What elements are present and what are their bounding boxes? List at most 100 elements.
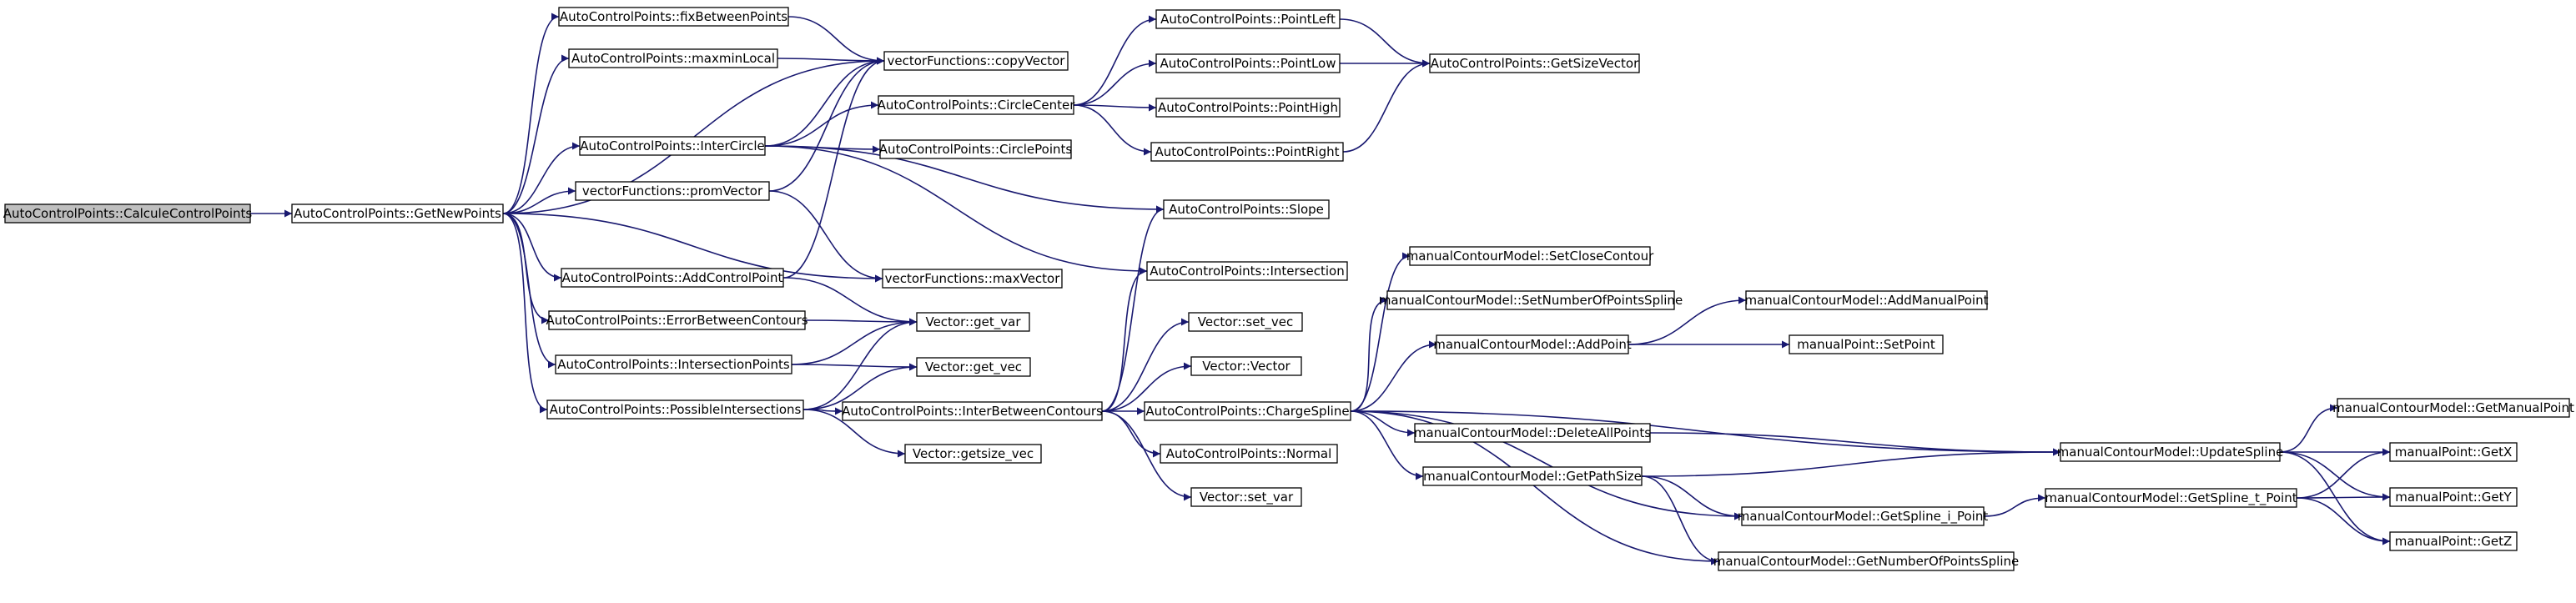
node-label: vectorFunctions::copyVector	[888, 53, 1066, 68]
node-box	[1409, 246, 1651, 266]
graph-node-n16[interactable]: Vector::get_vec	[916, 357, 1031, 377]
edge-n5-n25	[764, 145, 1148, 275]
edge-n7-n11	[782, 57, 885, 279]
edge-n17-n30	[1101, 410, 1192, 501]
node-box	[2337, 398, 2570, 418]
graph-node-n39[interactable]: manualContourModel::GetSpline_i_Point	[1738, 506, 1989, 526]
graph-node-n25[interactable]: AutoControlPoints::Intersection	[1146, 261, 1348, 281]
graph-node-n20[interactable]: AutoControlPoints::PointLow	[1155, 53, 1341, 73]
graph-node-n44[interactable]: manualPoint::GetY	[2389, 487, 2518, 507]
node-label: vectorFunctions::promVector	[582, 183, 763, 198]
graph-node-n26[interactable]: Vector::set_vec	[1188, 312, 1303, 332]
node-label: AutoControlPoints::PossibleIntersections	[550, 402, 802, 417]
edge-n28-n40	[1350, 410, 1719, 565]
graph-node-n45[interactable]: manualPoint::GetZ	[2389, 531, 2518, 551]
graph-node-n43[interactable]: manualPoint::GetX	[2389, 442, 2518, 462]
graph-node-n2[interactable]: AutoControlPoints::GetNewPoints	[291, 204, 504, 224]
edge-n19-n23	[1339, 18, 1431, 68]
graph-node-n36[interactable]: manualContourModel::AddManualPoint	[1744, 290, 1989, 310]
graph-node-n31[interactable]: manualContourModel::SetCloseContour	[1406, 246, 1654, 266]
node-label: AutoControlPoints::ErrorBetweenContours	[546, 313, 808, 328]
edge-n34-n38	[1649, 432, 2061, 456]
graph-node-n7[interactable]: AutoControlPoints::AddControlPoint	[561, 268, 784, 288]
graph-node-n37[interactable]: manualPoint::SetPoint	[1789, 334, 1944, 354]
node-label: manualPoint::SetPoint	[1797, 337, 1935, 352]
node-box	[882, 269, 1063, 289]
edge-n2-n9	[502, 213, 556, 369]
node-label: manualContourModel::GetManualPoint	[2332, 400, 2574, 415]
graph-node-n14[interactable]: vectorFunctions::maxVector	[882, 269, 1063, 289]
graph-node-n19[interactable]: AutoControlPoints::PointLeft	[1155, 9, 1341, 29]
graph-node-n42[interactable]: manualContourModel::GetManualPoint	[2332, 398, 2574, 418]
node-label: manualContourModel::UpdateSpline	[2057, 445, 2284, 460]
node-box	[904, 444, 1042, 464]
edge-n38-n42	[2279, 404, 2338, 453]
graph-node-n15[interactable]: Vector::get_var	[916, 312, 1030, 332]
edge-n6-n14	[768, 190, 883, 283]
node-box	[2389, 442, 2518, 462]
edge-n9-n16	[791, 363, 918, 371]
node-label: Vector::get_var	[925, 314, 1021, 330]
graph-node-n22[interactable]: AutoControlPoints::PointRight	[1150, 142, 1344, 162]
node-label: manualContourModel::GetSpline_t_Point	[2045, 490, 2297, 506]
graph-node-n13[interactable]: AutoControlPoints::CirclePoints	[879, 139, 1073, 159]
node-label: manualPoint::GetX	[2395, 445, 2513, 460]
graph-node-n12[interactable]: AutoControlPoints::CircleCenter	[878, 95, 1076, 115]
graph-node-n21[interactable]: AutoControlPoints::PointHigh	[1155, 98, 1341, 118]
node-label: AutoControlPoints::ChargeSpline	[1145, 404, 1349, 419]
node-box	[916, 357, 1031, 377]
edge-n35-n38	[1641, 448, 2061, 477]
graph-node-n3[interactable]: AutoControlPoints::fixBetweenPoints	[558, 7, 789, 27]
edge-n17-n25	[1101, 267, 1148, 412]
graph-node-n38[interactable]: manualContourModel::UpdateSpline	[2057, 442, 2284, 462]
graph-node-n34[interactable]: manualContourModel::DeleteAllPoints	[1414, 423, 1651, 443]
graph-node-n5[interactable]: AutoControlPoints::InterCircle	[579, 136, 766, 156]
edge-n9-n15	[791, 318, 918, 365]
graph-node-n27[interactable]: Vector::Vector	[1190, 356, 1302, 376]
node-label: Vector::getsize_vec	[913, 446, 1034, 462]
node-box	[561, 268, 784, 288]
node-box	[879, 139, 1072, 159]
graph-node-n10[interactable]: AutoControlPoints::PossibleIntersections	[546, 399, 804, 420]
graph-node-n40[interactable]: manualContourModel::GetNumberOfPointsSpl…	[1713, 551, 2019, 571]
graph-node-n28[interactable]: AutoControlPoints::ChargeSpline	[1144, 401, 1351, 421]
node-label: Vector::get_vec	[925, 359, 1022, 375]
graph-node-n35[interactable]: manualContourModel::GetPathSize	[1422, 466, 1643, 486]
edge-n5-n11	[764, 57, 885, 147]
graph-node-n17[interactable]: AutoControlPoints::InterBetweenContours	[842, 401, 1103, 421]
node-box	[1163, 199, 1330, 219]
node-label: AutoControlPoints::InterCircle	[580, 138, 765, 153]
edge-n38-n45	[2279, 451, 2391, 545]
node-box	[1160, 444, 1338, 464]
edge-n41-n44	[2296, 493, 2391, 501]
edge-n33-n36	[1628, 296, 1747, 345]
graph-node-n11[interactable]: vectorFunctions::copyVector	[883, 51, 1069, 71]
node-box	[1155, 53, 1341, 73]
graph-node-n8[interactable]: AutoControlPoints::ErrorBetweenContours	[546, 310, 808, 330]
node-label: Vector::set_vec	[1198, 314, 1293, 330]
graph-node-n1: AutoControlPoints::CalculeControlPoints	[3, 204, 252, 224]
graph-node-n29[interactable]: AutoControlPoints::Normal	[1160, 444, 1338, 464]
graph-node-n30[interactable]: Vector::set_var	[1190, 487, 1302, 507]
edge-n4-n11	[777, 57, 885, 65]
graph-node-n9[interactable]: AutoControlPoints::IntersectionPoints	[555, 354, 792, 374]
node-label: AutoControlPoints::Intersection	[1150, 264, 1344, 279]
edge-n8-n15	[804, 318, 918, 326]
graph-node-n33[interactable]: manualContourModel::AddPoint	[1433, 334, 1632, 354]
node-label: manualContourModel::GetSpline_i_Point	[1738, 509, 1989, 525]
node-label: AutoControlPoints::Slope	[1169, 202, 1324, 217]
edge-n35-n39	[1641, 475, 1743, 520]
graph-node-n18[interactable]: Vector::getsize_vec	[904, 444, 1042, 464]
graph-node-n4[interactable]: AutoControlPoints::maxminLocal	[568, 48, 778, 68]
graph-node-n32[interactable]: manualContourModel::SetNumberOfPointsSpl…	[1379, 290, 1683, 310]
edge-n12-n20	[1073, 59, 1157, 106]
edge-n28-n38	[1350, 410, 2061, 456]
edge-n41-n43	[2296, 448, 2391, 499]
graph-node-n6[interactable]: vectorFunctions::promVector	[575, 181, 770, 201]
graph-node-n24[interactable]: AutoControlPoints::Slope	[1163, 199, 1330, 219]
graph-node-n23[interactable]: AutoControlPoints::GetSizeVector	[1429, 53, 1640, 73]
edge-n6-n11	[768, 57, 885, 192]
edge-n10-n18	[802, 409, 906, 458]
node-box	[1155, 98, 1341, 118]
graph-node-n41[interactable]: manualContourModel::GetSpline_t_Point	[2045, 488, 2297, 508]
